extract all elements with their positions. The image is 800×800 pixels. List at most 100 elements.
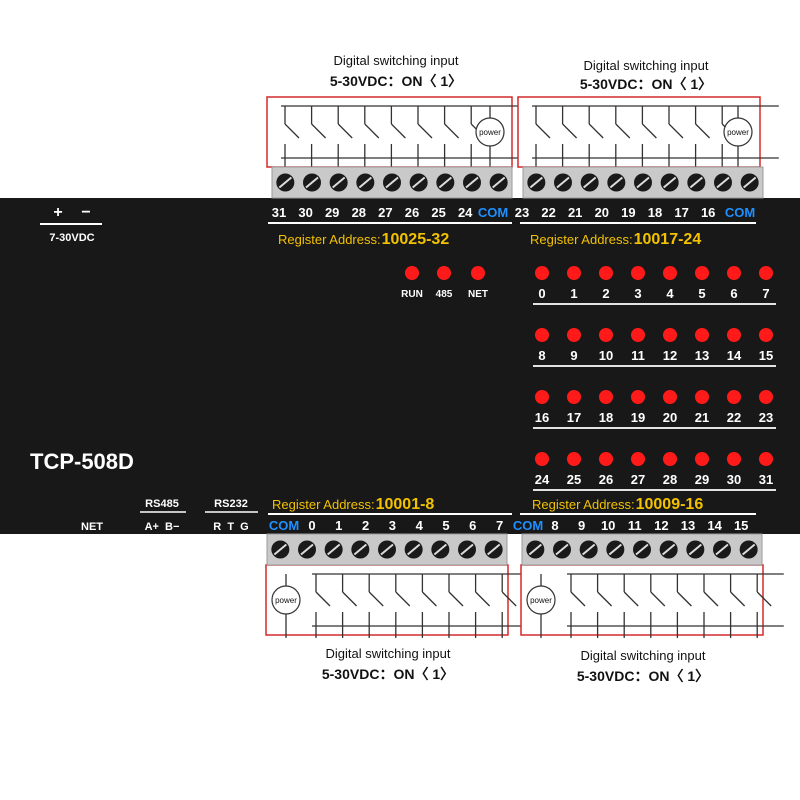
channel-led-label: 27 xyxy=(631,472,645,487)
screw-slot xyxy=(412,176,426,189)
terminal-number: 0 xyxy=(308,518,315,533)
terminal-number: 6 xyxy=(469,518,476,533)
screw-slot xyxy=(305,176,319,189)
register-value: 10009-16 xyxy=(636,496,704,513)
caption-top-left-line2: 5-30VDC：ON〈 1〉 xyxy=(330,73,462,89)
switch-box-frame xyxy=(266,96,513,168)
register-value: 10001-8 xyxy=(376,496,435,513)
terminal-number: 31 xyxy=(272,205,286,220)
channel-led xyxy=(727,328,741,342)
screw-slot xyxy=(743,176,757,189)
status-led-label: RUN xyxy=(401,289,423,300)
screw-slot xyxy=(689,176,703,189)
terminal-number: 15 xyxy=(734,518,748,533)
terminal-strip-bottom-right xyxy=(521,533,763,566)
terminal-number: 24 xyxy=(458,205,473,220)
screw-slot xyxy=(556,176,570,189)
channel-led xyxy=(727,390,741,404)
switch-box-frame xyxy=(265,564,509,636)
terminal-number: 29 xyxy=(325,205,339,220)
screw-slot xyxy=(583,176,597,189)
terminal-number: 20 xyxy=(595,205,609,220)
caption-bottom-right-line1: Digital switching input xyxy=(580,648,705,663)
switch-contact xyxy=(695,123,711,139)
screw-slot xyxy=(300,543,314,556)
channel-led-label: 4 xyxy=(666,286,674,301)
channel-led-label: 9 xyxy=(570,348,577,363)
caption-top-left-line1: Digital switching input xyxy=(333,53,458,68)
rs485-pins: A+ B− xyxy=(145,521,180,533)
switch-contact xyxy=(615,123,631,139)
status-led-label: 485 xyxy=(436,289,453,300)
register-bottom-left: Register Address:10001-8 xyxy=(272,496,434,513)
screw-slot xyxy=(608,543,622,556)
channel-led xyxy=(663,328,677,342)
channel-led-label: 23 xyxy=(759,410,773,425)
channel-led-label: 3 xyxy=(634,286,641,301)
switch-contact xyxy=(448,591,464,607)
register-top-left: Register Address:10025-32 xyxy=(278,231,449,248)
channel-led-label: 31 xyxy=(759,472,773,487)
terminal-number: 25 xyxy=(431,205,445,220)
terminal-number: 2 xyxy=(362,518,369,533)
terminal-number: 30 xyxy=(298,205,312,220)
switch-box-bottom-right: power xyxy=(520,564,784,638)
screw-slot xyxy=(528,543,542,556)
screw-slot xyxy=(716,176,730,189)
screw-slot xyxy=(582,543,596,556)
screw-slot xyxy=(662,543,676,556)
terminal-number: 10 xyxy=(601,518,615,533)
switch-contact xyxy=(597,591,613,607)
switch-contact xyxy=(475,591,491,607)
channel-led-label: 6 xyxy=(730,286,737,301)
channel-led xyxy=(631,452,645,466)
screw-slot xyxy=(278,176,292,189)
register-label: Register Address: xyxy=(278,232,381,247)
switch-contact xyxy=(756,591,772,607)
channel-led-label: 13 xyxy=(695,348,709,363)
screw-slot xyxy=(609,176,623,189)
switch-contact xyxy=(368,591,384,607)
screw-slot xyxy=(742,543,756,556)
switch-contact xyxy=(421,591,437,607)
channel-led-label: 17 xyxy=(567,410,581,425)
switch-box-top-right: power xyxy=(517,96,779,170)
register-label: Register Address: xyxy=(532,497,635,512)
screw-slot xyxy=(635,543,649,556)
switch-contact xyxy=(703,591,719,607)
screw-slot xyxy=(529,176,543,189)
terminal-number: 22 xyxy=(541,205,555,220)
channel-led xyxy=(663,452,677,466)
screw-slot xyxy=(407,543,421,556)
com-terminal-label: COM xyxy=(269,518,299,533)
status-led xyxy=(405,266,419,280)
channel-led xyxy=(663,266,677,280)
power-voltage-label: 7-30VDC xyxy=(49,232,94,244)
terminal-number: 14 xyxy=(707,518,722,533)
channel-led-label: 15 xyxy=(759,348,773,363)
terminal-number: 3 xyxy=(389,518,396,533)
register-value: 10017-24 xyxy=(634,231,702,248)
register-bottom-right: Register Address:10009-16 xyxy=(532,496,703,513)
switch-contact xyxy=(570,591,586,607)
screw-slot xyxy=(327,543,341,556)
power-label: power xyxy=(275,596,297,605)
screw-slot xyxy=(353,543,367,556)
terminal-number: 26 xyxy=(405,205,419,220)
channel-led-label: 5 xyxy=(698,286,705,301)
channel-led-label: 18 xyxy=(599,410,613,425)
net-port-label: NET xyxy=(81,521,103,533)
caption-bottom-right-line2: 5-30VDC：ON〈 1〉 xyxy=(577,668,709,684)
channel-led xyxy=(535,328,549,342)
screw-slot xyxy=(487,543,501,556)
channel-led-label: 26 xyxy=(599,472,613,487)
channel-led xyxy=(727,452,741,466)
channel-led xyxy=(599,328,613,342)
screw-slot xyxy=(636,176,650,189)
com-terminal-label: COM xyxy=(478,205,508,220)
channel-led-label: 0 xyxy=(538,286,545,301)
power-label: power xyxy=(530,596,552,605)
screw-slot xyxy=(688,543,702,556)
